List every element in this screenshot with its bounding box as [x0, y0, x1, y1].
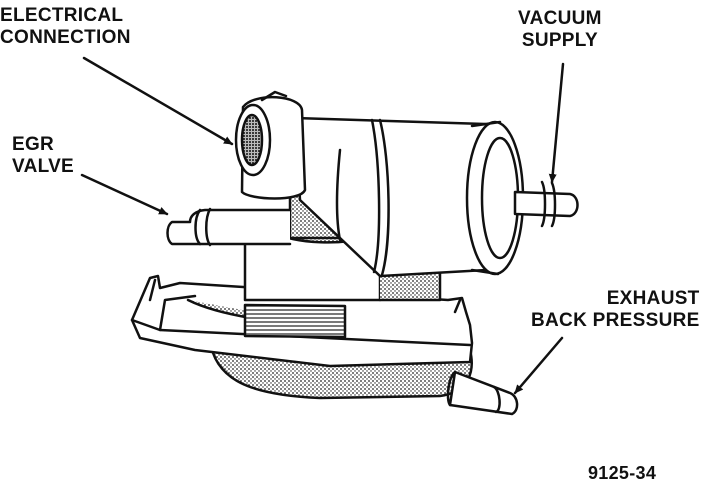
vacuum-leader-arrow	[548, 62, 565, 184]
egr-leader-arrow	[80, 173, 169, 216]
figure-number: 9125-34	[588, 463, 657, 483]
egr-valve-label: EGR VALVE	[12, 134, 75, 177]
electrical-connection-label: ELECTRICAL CONNECTION	[0, 5, 131, 48]
end-cap-part	[465, 120, 525, 276]
exhaust-nipple-part	[446, 370, 519, 416]
electrical-connector-part	[234, 90, 307, 200]
pedestal-part	[243, 227, 442, 302]
flange-window-part	[243, 303, 347, 339]
exhaust-back-pressure-label: EXHAUST BACK PRESSURE	[531, 288, 700, 331]
exhaust-leader-arrow	[513, 336, 564, 395]
electrical-leader-arrow	[82, 56, 234, 146]
vacuum-nipple-part	[513, 180, 579, 228]
egr-nipple-part	[166, 207, 292, 247]
vacuum-supply-label: VACUUM SUPPLY	[518, 8, 602, 51]
